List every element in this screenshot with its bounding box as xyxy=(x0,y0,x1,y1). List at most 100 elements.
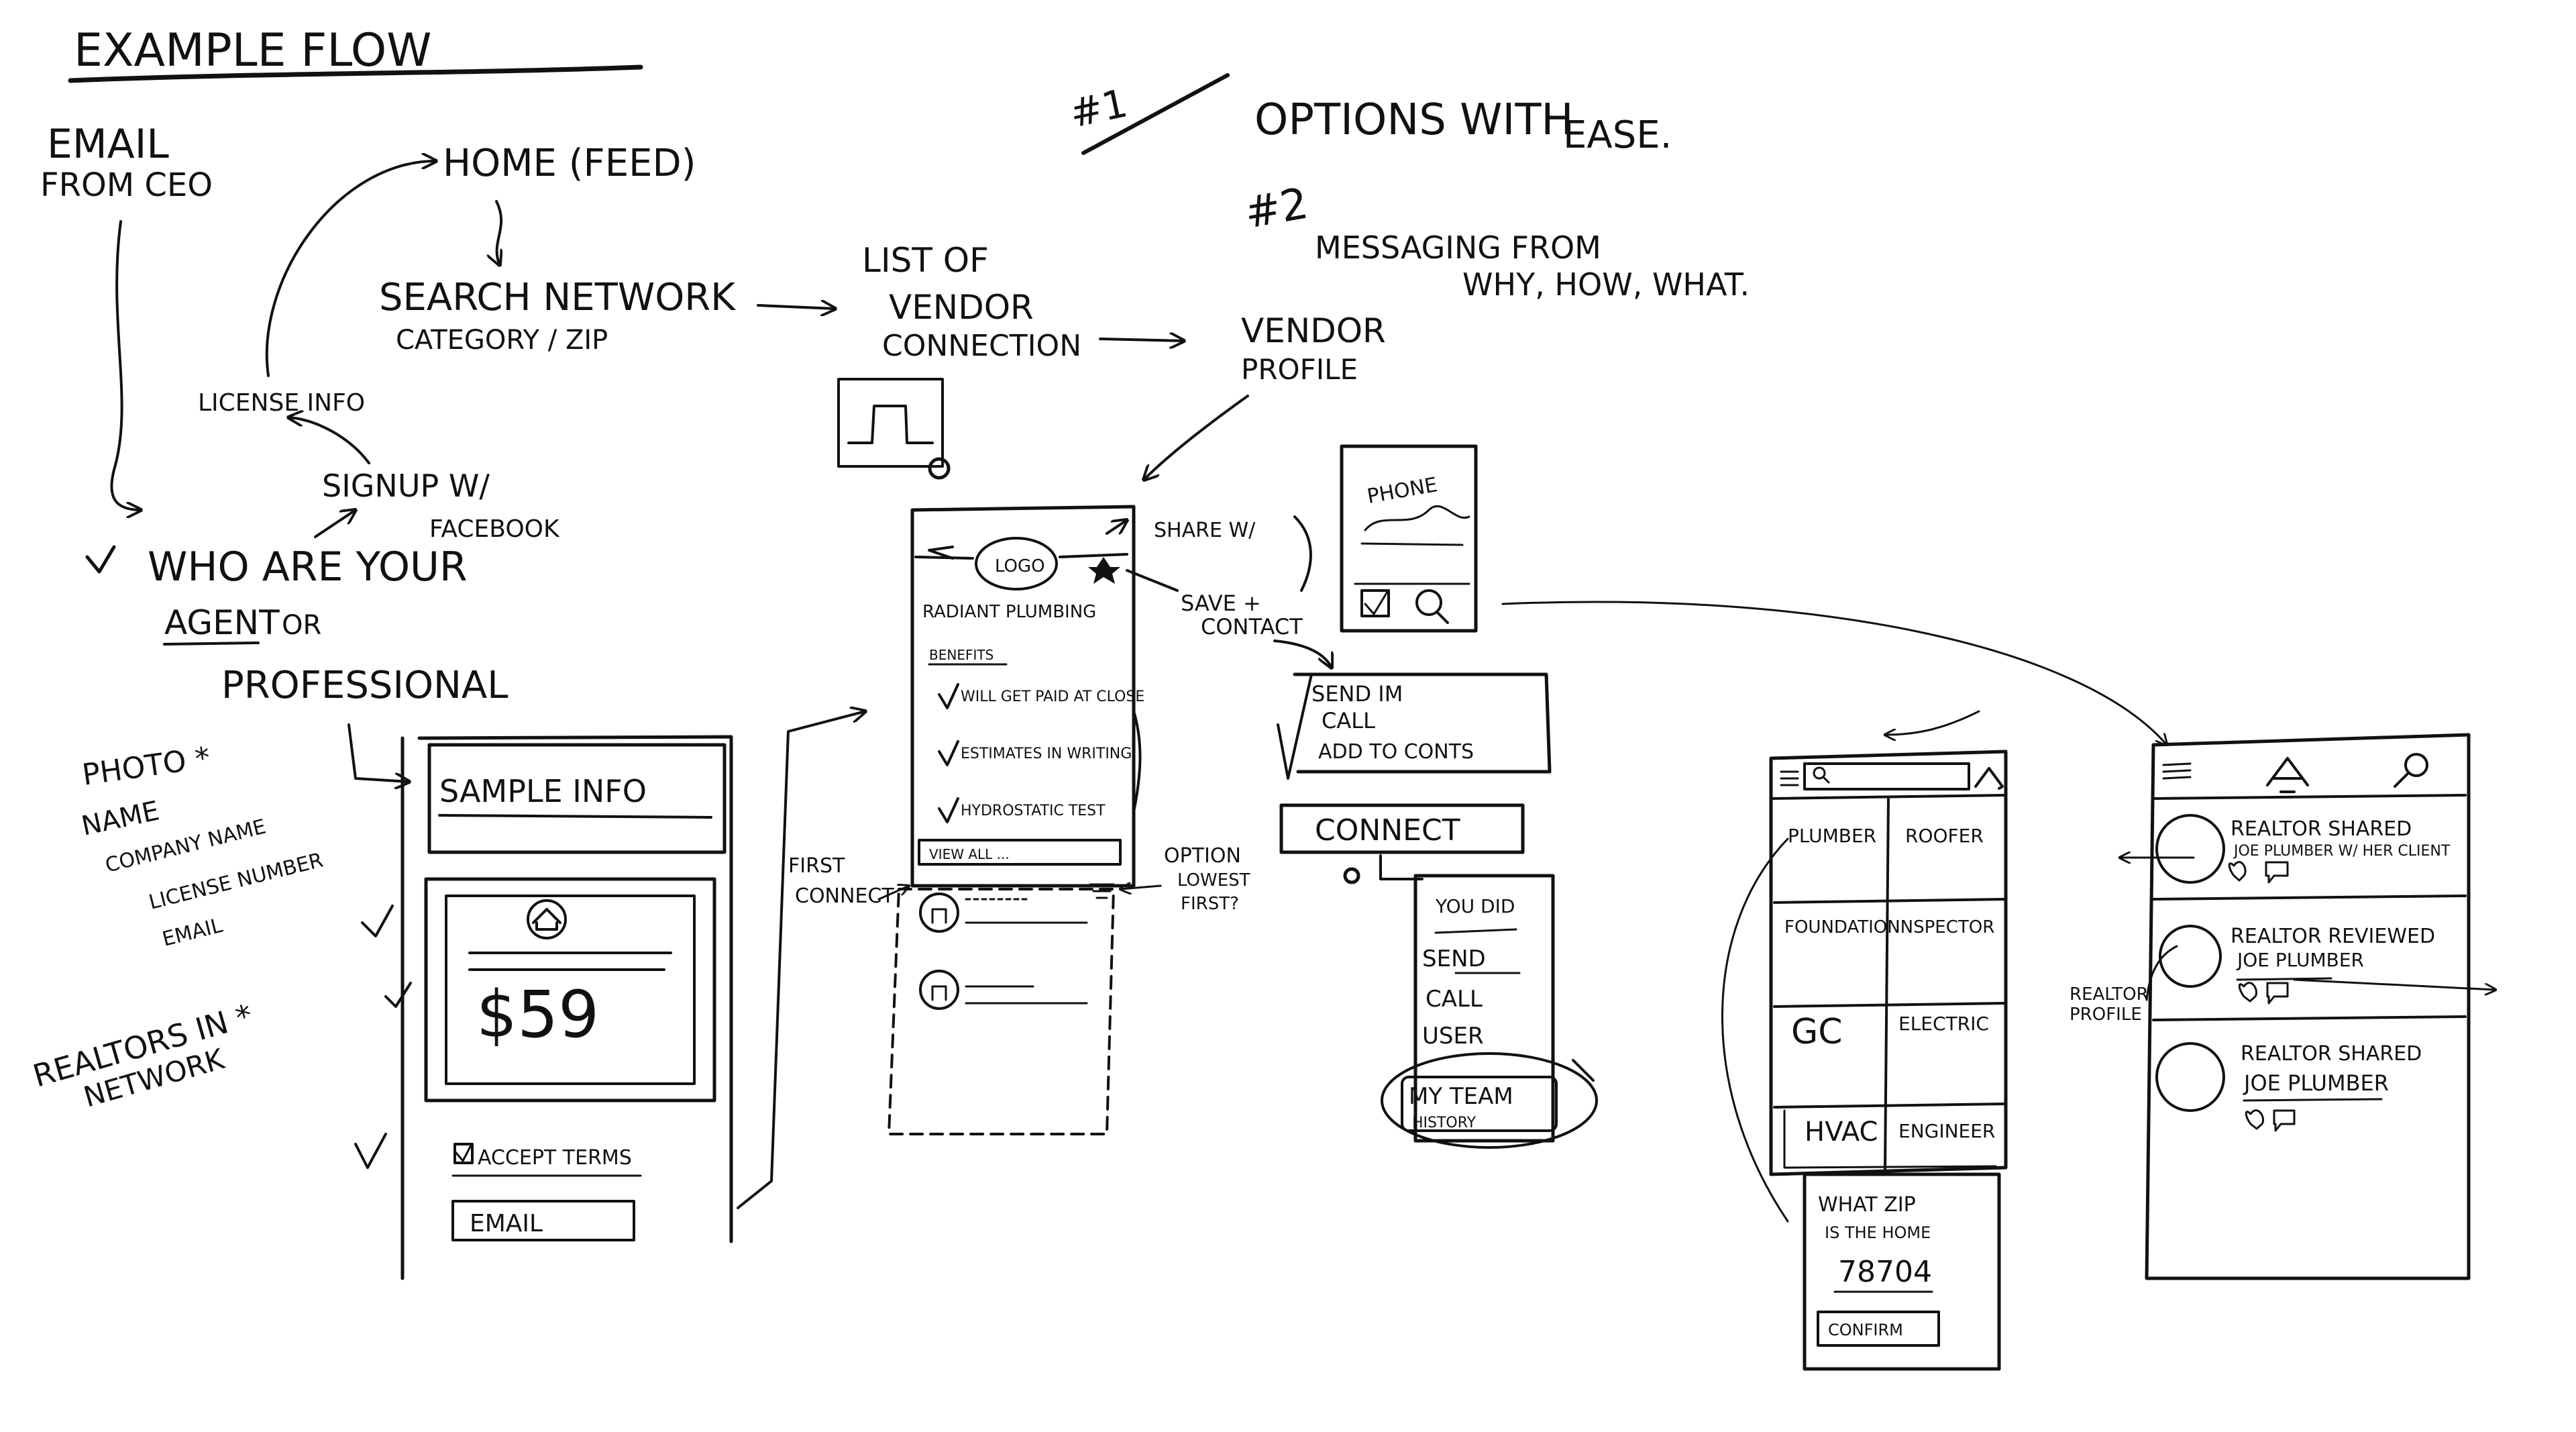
cell-plumber[interactable]: PLUMBER xyxy=(1788,825,1876,847)
goal-1-number: #1 xyxy=(1066,80,1132,136)
share-panel: PHONE xyxy=(1340,444,1478,633)
goal-1-slash xyxy=(1081,73,1230,155)
sample-email-button[interactable] xyxy=(451,1200,635,1241)
feed-frame xyxy=(2145,733,2471,1280)
search-icon-handle xyxy=(1822,776,1830,784)
cell-electric[interactable]: ELECTRIC xyxy=(1898,1013,1989,1035)
heart-icon[interactable] xyxy=(2238,982,2257,1003)
arrow-search-to-list xyxy=(757,305,835,309)
arrow-feed-to-grid xyxy=(1885,710,1980,735)
arrow-share-to-feed xyxy=(1501,601,2167,745)
field-name: NAME xyxy=(79,795,162,841)
sample-price-box xyxy=(424,877,716,1103)
feed-search-icon[interactable] xyxy=(2404,753,2428,777)
grid-search-input[interactable] xyxy=(1803,762,1970,790)
heart-icon[interactable] xyxy=(2228,861,2247,882)
sample-email-label: EMAIL xyxy=(470,1210,543,1237)
menu-call[interactable]: CALL xyxy=(1426,986,1483,1013)
cell-inspector[interactable]: INSPECTOR xyxy=(1895,917,1994,937)
feed-avatar-3[interactable] xyxy=(2155,1042,2225,1112)
vendor-row-2-lines xyxy=(965,985,1088,1005)
filter-icon[interactable] xyxy=(1089,883,1115,899)
arrow-review-out xyxy=(2293,978,2496,990)
vendor-list-dashed-frame xyxy=(888,888,1115,1135)
back-arrow-icon[interactable] xyxy=(928,546,954,560)
option-label-c: FIRST? xyxy=(1181,894,1239,914)
call-text[interactable]: CALL xyxy=(1322,708,1375,733)
share-checkbox-icon[interactable] xyxy=(1360,589,1390,617)
list-of-vendor-note: LIST OF VENDOR CONNECTION xyxy=(837,241,1184,480)
field-email: EMAIL xyxy=(160,914,225,952)
arrow-email-to-who xyxy=(110,220,141,510)
agent-text: AGENT xyxy=(164,603,280,642)
cell-hvac[interactable]: HVAC xyxy=(1805,1117,1878,1147)
cell-gc[interactable]: GC xyxy=(1791,1012,1843,1052)
from-ceo-text: FROM CEO xyxy=(40,166,213,204)
home-icon[interactable] xyxy=(1974,767,2004,790)
send-im-text[interactable]: SEND IM xyxy=(1311,681,1403,707)
zip-panel-frame xyxy=(1803,1172,2001,1371)
send-panel-check-icon xyxy=(1277,673,1313,780)
arrow-home-to-search xyxy=(496,200,501,265)
zip-question-a: WHAT ZIP xyxy=(1818,1193,1916,1217)
sample-lines xyxy=(468,952,672,971)
star-callout-line xyxy=(1126,569,1179,592)
email-from-ceo-note: EMAIL FROM CEO xyxy=(40,121,213,204)
view-all-button[interactable] xyxy=(918,839,1122,866)
option-label-b: LOWEST xyxy=(1177,870,1250,890)
vendor-profile-screen: LOGO RADIANT PLUMBING BENEFITS WILL GET … xyxy=(788,505,1332,1135)
feed-item-2-underline xyxy=(2236,977,2332,981)
vendor-avatar-2-glyph xyxy=(931,985,947,1001)
share-with-label: SHARE W/ xyxy=(1154,519,1256,542)
cell-engineer[interactable]: ENGINEER xyxy=(1898,1120,1995,1142)
vendor-profile-text-b: PROFILE xyxy=(1241,353,1358,386)
sample-price-inner xyxy=(445,894,696,1085)
send-panel-frame xyxy=(1293,672,1552,774)
connect-button[interactable] xyxy=(1279,803,1525,854)
notification-bell-icon[interactable] xyxy=(2266,757,2309,793)
grid-lines xyxy=(1770,794,2007,1172)
first-connect-a: FIRST xyxy=(788,854,845,878)
benefit-3: HYDROSTATIC TEST xyxy=(961,803,1106,819)
vendor-name: RADIANT PLUMBING xyxy=(922,602,1096,622)
vendor-avatar-1 xyxy=(919,892,959,933)
check-icon xyxy=(938,683,959,709)
view-all-label: VIEW ALL ... xyxy=(929,846,1010,862)
goal-2-text-b: WHY, HOW, WHAT. xyxy=(1462,266,1750,303)
vendor-header-lines xyxy=(914,553,1128,560)
add-contacts-text[interactable]: ADD TO CONTS xyxy=(1318,740,1474,764)
list-of-text: LIST OF xyxy=(862,241,989,280)
heart-icon[interactable] xyxy=(2245,1109,2264,1130)
vendor-logo-circle xyxy=(975,537,1058,591)
my-team-highlight xyxy=(1381,1052,1598,1149)
arrow-profile-to-vendor xyxy=(1144,395,1249,480)
comment-icon[interactable] xyxy=(2273,1109,2296,1132)
grid-bottom-row xyxy=(1783,1109,1997,1169)
menu-icon[interactable] xyxy=(2162,762,2192,780)
share-search-icon[interactable] xyxy=(1415,589,1442,616)
feed-avatar-2[interactable] xyxy=(2159,925,2222,988)
comment-icon[interactable] xyxy=(2266,982,2289,1005)
accept-checkbox[interactable] xyxy=(453,1143,474,1164)
my-team-tick xyxy=(1572,1059,1595,1082)
star-icon[interactable] xyxy=(1088,557,1120,584)
confirm-button[interactable] xyxy=(1817,1311,1940,1347)
menu-user[interactable]: USER xyxy=(1422,1023,1484,1050)
menu-send[interactable]: SEND xyxy=(1422,945,1486,972)
feed-item-2-title: REALTOR REVIEWED xyxy=(2231,925,2435,948)
zip-value[interactable]: 78704 xyxy=(1838,1255,1932,1289)
comment-icon[interactable] xyxy=(2265,861,2289,884)
share-bracket xyxy=(1293,515,1312,592)
professional-text: PROFESSIONAL xyxy=(221,664,508,707)
my-team-button[interactable] xyxy=(1401,1076,1558,1132)
cell-foundation[interactable]: FOUNDATION xyxy=(1784,917,1900,937)
feed-avatar-1[interactable] xyxy=(2155,814,2225,884)
menu-icon[interactable] xyxy=(1780,770,1799,786)
realtor-profile-b: PROFILE xyxy=(2070,1005,2142,1025)
check-icon xyxy=(354,1133,387,1169)
benefit-1: WILL GET PAID AT CLOSE xyxy=(961,688,1144,705)
cell-roofer[interactable]: ROOFER xyxy=(1905,825,1984,847)
share-icon[interactable] xyxy=(1106,520,1127,535)
title-underline xyxy=(68,64,643,83)
vendor-frame xyxy=(910,505,1136,888)
